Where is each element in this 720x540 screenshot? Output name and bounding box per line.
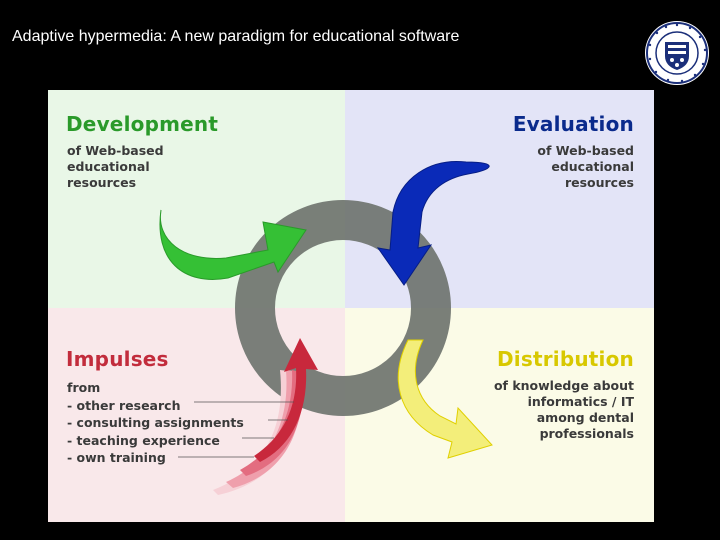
description-line: - consulting assignments: [67, 415, 244, 430]
description-line: informatics / IT: [527, 394, 634, 409]
distribution-description: of knowledge about informatics / IT amon…: [494, 378, 634, 442]
impulses-description: from - other research - consulting assig…: [67, 379, 244, 467]
evaluation-arrow-icon: [376, 160, 490, 286]
cycle-artwork: [159, 160, 493, 495]
evaluation-description: of Web-based educational resources: [537, 143, 634, 191]
impulses-arrow-icon: [213, 338, 318, 495]
description-line: professionals: [539, 426, 634, 441]
impulses-leader-lines: [178, 401, 294, 458]
description-line: educational: [67, 159, 150, 174]
impulses-heading: Impulses: [66, 347, 169, 371]
description-line: resources: [67, 175, 137, 190]
development-heading: Development: [66, 112, 219, 136]
description-line: of Web-based: [67, 143, 164, 158]
description-line: among dental: [536, 410, 634, 425]
university-seal-icon: [645, 21, 709, 85]
description-line: - teaching experience: [67, 432, 220, 448]
description-line: of Web-based: [537, 143, 634, 158]
description-line: resources: [564, 175, 634, 190]
slide-title: Adaptive hypermedia: A new paradigm for …: [12, 28, 460, 45]
development-arrow-icon: [159, 209, 307, 280]
evaluation-heading: Evaluation: [512, 112, 634, 136]
development-description: of Web-based educational resources: [67, 143, 164, 191]
description-line: - other research: [67, 397, 181, 413]
distribution-arrow-icon: [397, 339, 493, 459]
distribution-quadrant: [345, 308, 654, 522]
distribution-heading: Distribution: [497, 347, 634, 371]
description-line: from: [67, 380, 101, 395]
description-line: - own training: [67, 450, 166, 465]
cycle-diagram: Development of Web-based educational res…: [48, 90, 654, 522]
description-line: educational: [551, 159, 634, 174]
cycle-ring: [235, 200, 451, 416]
description-line: of knowledge about: [493, 378, 634, 393]
